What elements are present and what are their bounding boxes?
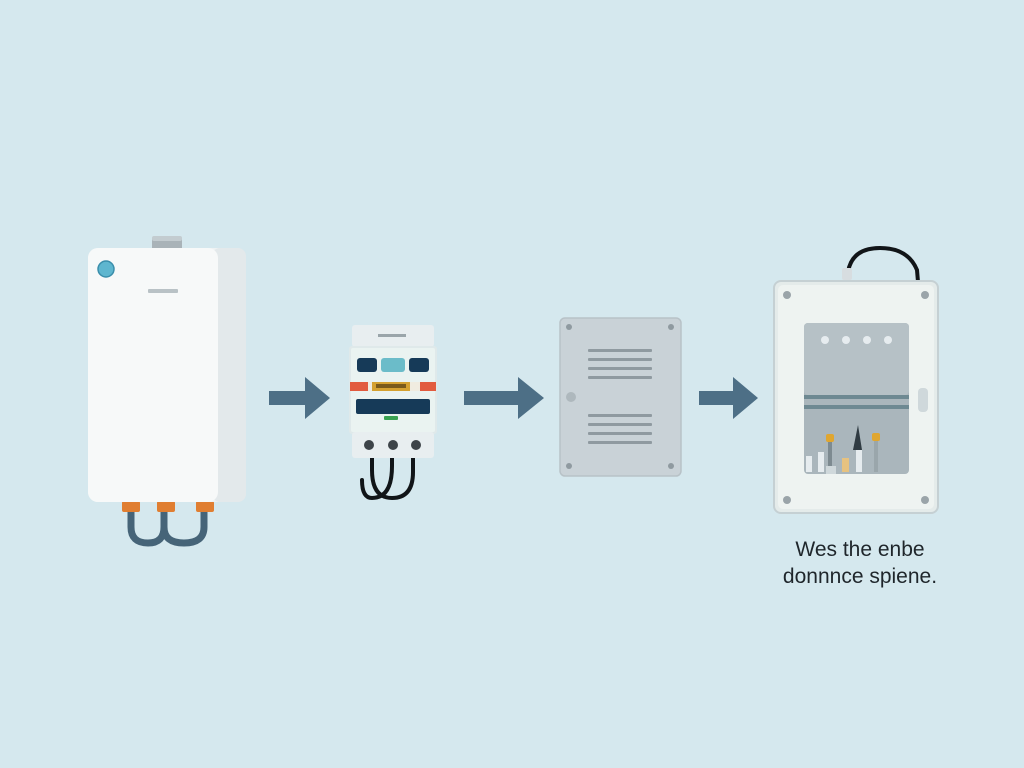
arrow-right-icon [464, 377, 544, 419]
vented-panel-icon [559, 317, 682, 477]
arrow-right-icon [269, 377, 330, 419]
arrow-right-icon [699, 377, 758, 419]
diagram-caption: Wes the enbe donnnce spiene. [760, 536, 960, 590]
circuit-breaker-icon [349, 325, 437, 501]
water-heater-icon [88, 236, 246, 547]
caption-line-1: Wes the enbe [795, 538, 925, 561]
caption-line-2: donnnce spiene. [782, 565, 938, 588]
open-electrical-panel-icon [773, 245, 939, 514]
